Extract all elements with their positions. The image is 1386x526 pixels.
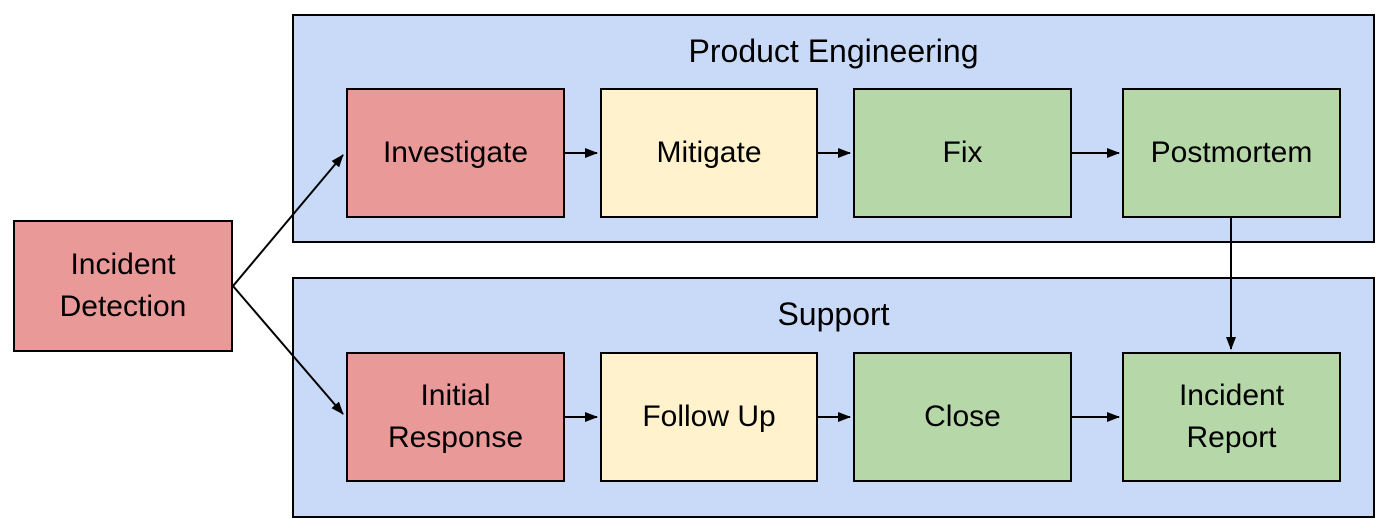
node-incident-report[interactable]: Incident Report (1122, 352, 1341, 482)
node-incident-report-label: Incident Report (1178, 379, 1285, 454)
node-investigate-label: Investigate (382, 136, 529, 169)
node-postmortem[interactable]: Postmortem (1122, 88, 1341, 218)
node-fix[interactable]: Fix (853, 88, 1072, 218)
node-follow-up-label: Follow Up (642, 400, 776, 433)
lane-title-product-engineering: Product Engineering (688, 33, 979, 69)
node-close[interactable]: Close (853, 352, 1072, 482)
node-fix-label: Fix (942, 136, 983, 169)
lane-title-support: Support (777, 296, 890, 332)
node-investigate[interactable]: Investigate (346, 88, 565, 218)
node-close-label: Close (924, 400, 1001, 433)
node-incident-detection[interactable]: Incident Detection (13, 220, 233, 352)
node-postmortem-label: Postmortem (1150, 136, 1313, 169)
node-incident-detection-label: Incident Detection (59, 248, 187, 323)
node-follow-up[interactable]: Follow Up (600, 352, 818, 482)
node-initial-response-label: Initial Response (387, 379, 524, 454)
node-mitigate[interactable]: Mitigate (600, 88, 818, 218)
node-mitigate-label: Mitigate (656, 136, 762, 169)
node-initial-response[interactable]: Initial Response (346, 352, 565, 482)
